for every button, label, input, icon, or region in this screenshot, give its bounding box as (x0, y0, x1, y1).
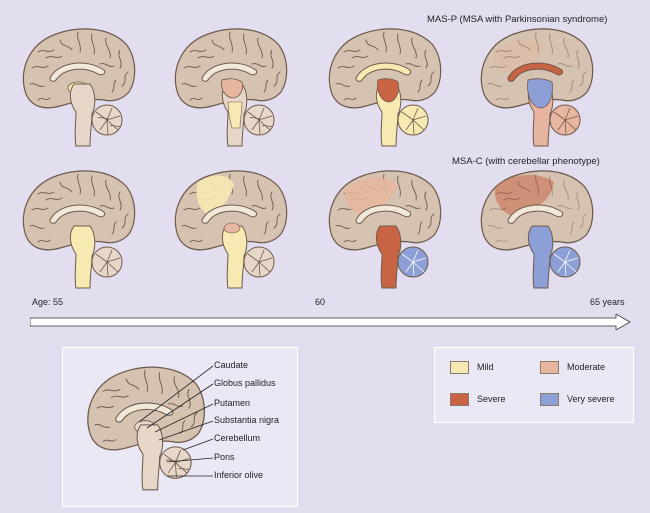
timeline-arrow (30, 314, 631, 330)
age-start-label: Age: 55 (32, 297, 64, 307)
legend-swatch-mild (450, 361, 469, 374)
key-leader-lines (138, 365, 214, 477)
key-brain-illustration (87, 366, 206, 491)
legend-label-moderate: Moderate (567, 362, 606, 372)
key-label-putamen: Putamen (214, 398, 251, 408)
key-label-globus-pallidus: Globus pallidus (214, 378, 276, 388)
brain-msa-c-stage-1 (16, 164, 138, 292)
key-label-cerebellum: Cerebellum (214, 433, 261, 443)
key-label-substantia-nigra: Substantia nigra (214, 415, 280, 425)
legend-label-mild: Mild (477, 362, 494, 372)
brain-msa-c-stage-2 (168, 164, 290, 292)
brain-mas-p-stage-3 (322, 22, 444, 150)
key-label-caudate: Caudate (214, 360, 249, 370)
severity-legend: Mild Moderate Severe Very severe (434, 347, 634, 423)
key-label-inferior-olive: Inferior olive (214, 470, 264, 480)
brain-mas-p-stage-2 (168, 22, 290, 150)
legend-swatch-moderate (540, 361, 559, 374)
legend-label-very-severe: Very severe (567, 394, 615, 404)
legend-swatch-severe (450, 393, 469, 406)
brain-mas-p-stage-1 (16, 22, 138, 150)
age-end-label: 65 years (590, 297, 625, 307)
age-mid-label: 60 (315, 297, 326, 307)
brain-mas-p-stage-4 (474, 22, 596, 150)
legend-label-severe: Severe (477, 394, 506, 404)
key-label-pons: Pons (214, 452, 235, 462)
legend-swatch-very-severe (540, 393, 559, 406)
brain-msa-c-stage-4 (474, 164, 596, 292)
brain-msa-c-stage-3 (322, 164, 444, 292)
anatomy-key-box: Caudate Globus pallidus Putamen Substant… (62, 347, 298, 507)
bottom-row-title: MSA-C (with cerebellar phenotype) (452, 156, 600, 167)
top-row-title: MAS-P (MSA with Parkinsonian syndrome) (427, 14, 608, 25)
